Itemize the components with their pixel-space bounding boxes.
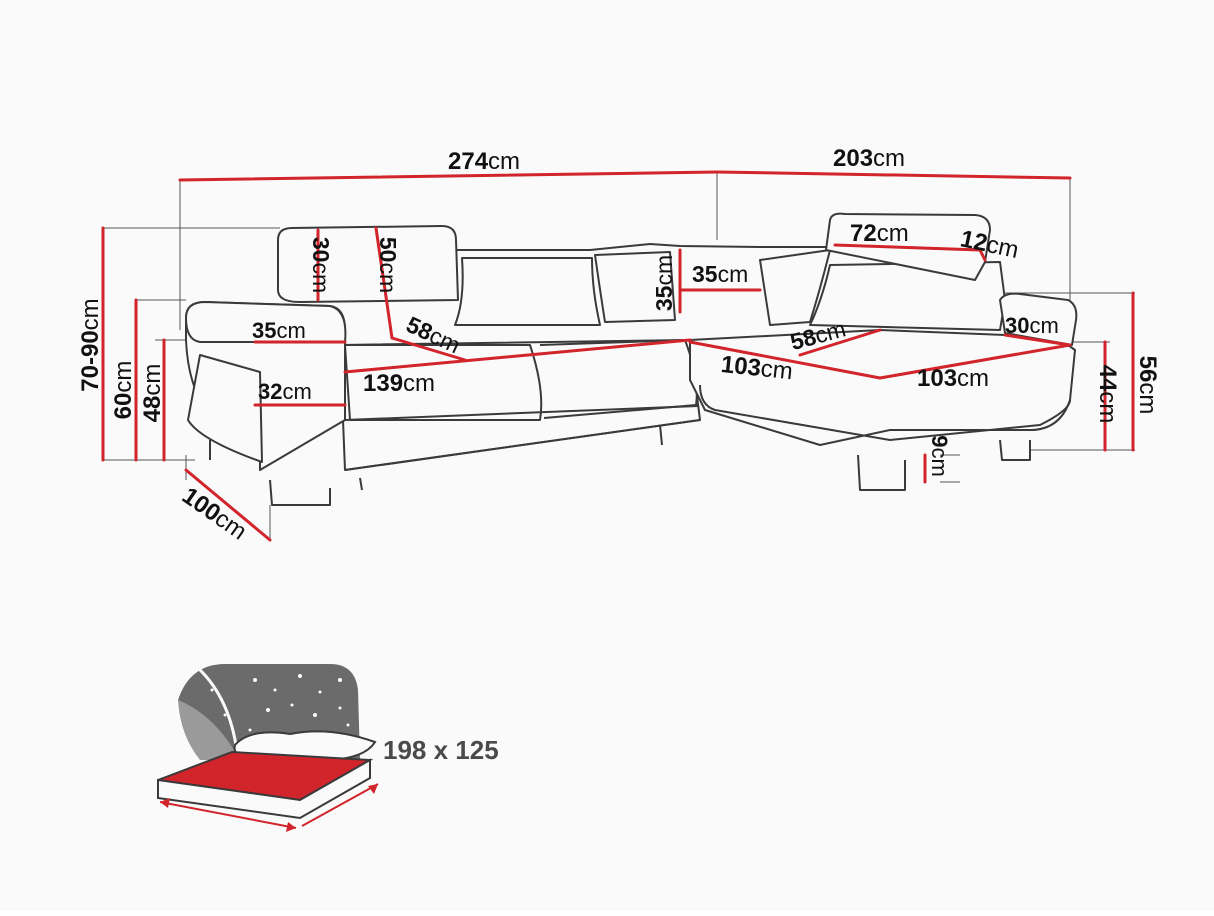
leg-left-3	[359, 477, 363, 491]
bed-function-icon: 198 x 125	[157, 664, 499, 832]
label-chaise-headrest-width: 72cm	[850, 220, 909, 247]
dimension-labels: 274cm 203cm 70-90cm 60cm 48cm 30cm 50cm …	[77, 145, 1161, 546]
label-pillow-height: 35cm	[651, 255, 677, 311]
label-headrest-height: 30cm	[308, 237, 334, 293]
label-chaise-seat-width: 103cm	[917, 365, 989, 392]
back-cushion-1	[454, 257, 601, 326]
label-leg-height: 9cm	[927, 435, 952, 477]
sofa-outline	[185, 212, 1078, 506]
label-headrest-length: 50cm	[375, 237, 401, 293]
label-chaise-arm-width: 30cm	[1005, 313, 1059, 338]
label-pillow-width: 35cm	[692, 261, 748, 287]
label-seat-depth-chaise: 58cm	[787, 315, 848, 355]
label-armrest-front: 32cm	[258, 379, 312, 404]
red-dimension-lines	[101, 170, 1135, 542]
label-corner-seat-width: 103cm	[720, 351, 794, 385]
label-chaise-width: 203cm	[833, 145, 905, 172]
leg-chaise-1	[857, 454, 906, 491]
back-cushion-2	[594, 251, 676, 323]
back-cushion-3	[759, 249, 831, 326]
label-total-width: 274cm	[448, 148, 520, 175]
left-seat-front	[339, 339, 701, 471]
label-armrest-width: 35cm	[252, 318, 306, 343]
leg-left-2	[269, 479, 331, 506]
left-headrest	[277, 225, 459, 303]
label-chaise-seat-height: 44cm	[1094, 365, 1121, 424]
chaise-arm	[999, 292, 1078, 346]
label-chaise-total-height: 56cm	[1134, 356, 1161, 415]
label-chaise-headrest-depth: 12cm	[958, 225, 1021, 264]
left-armrest-top	[185, 301, 347, 343]
leg-mid	[659, 424, 663, 446]
left-armrest-front	[187, 354, 263, 463]
leg-chaise-2	[999, 439, 1031, 461]
label-arm-height: 60cm	[110, 361, 137, 420]
stars	[210, 674, 350, 742]
label-total-height: 70-90cm	[77, 298, 104, 391]
left-seat-cushion-1	[344, 344, 543, 421]
guide-lines	[102, 172, 1135, 540]
bed-size-label: 198 x 125	[383, 735, 499, 765]
label-seat-width-left: 139cm	[363, 370, 435, 397]
label-seat-height: 48cm	[139, 364, 166, 423]
